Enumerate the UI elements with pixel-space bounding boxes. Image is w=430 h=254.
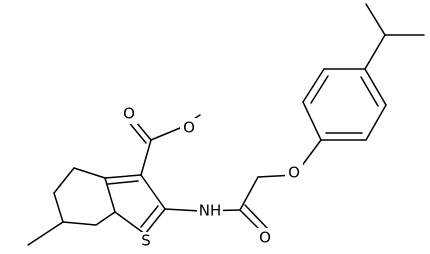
bond-amide-ch2 [239, 176, 259, 211]
thiophene-sulfur: S [137, 232, 155, 252]
bond-ring [62, 221, 97, 226]
bond-benzene-double [360, 76, 379, 107]
bond-thiophene [114, 211, 146, 235]
bond-thiophene [104, 174, 142, 179]
atom-o-label: O [183, 119, 195, 137]
bond-ester-ether [150, 127, 181, 141]
bond-thiophene-double [140, 205, 159, 228]
bond-thiophene [140, 174, 166, 210]
atom-o-label: O [288, 164, 300, 182]
bond-benzene [302, 68, 325, 103]
ester-ether-oxygen: O [180, 118, 198, 138]
bond-layer [27, 3, 425, 246]
bond-isopropyl [365, 3, 386, 36]
bond-methyl [27, 221, 64, 246]
bond-benzene-double [310, 75, 329, 104]
atom-s-label: S [141, 232, 151, 250]
atom-o-label: O [123, 105, 135, 123]
amide-nitrogen: NH [197, 200, 223, 222]
atom-o-label: O [259, 229, 271, 247]
bond-benzene [302, 101, 322, 141]
aryl-ether-oxygen: O [285, 163, 303, 183]
bond-thiophene-double [107, 180, 139, 185]
bond-ring [53, 167, 75, 194]
bond-ring [53, 192, 64, 223]
ester-carbonyl-oxygen: O [120, 104, 138, 124]
bond-benzene [364, 68, 387, 106]
bond-amide-carbonyl [244, 204, 269, 230]
bond-benzene [365, 104, 387, 141]
bond-ring [95, 211, 116, 226]
bond-amide-n [164, 208, 201, 212]
bond-ester [140, 139, 152, 176]
amide-carbonyl-oxygen: O [256, 228, 274, 248]
bond-isopropyl [364, 34, 386, 70]
bond-ring [73, 167, 106, 179]
bond-ring-fused [104, 177, 116, 213]
atom-nh-label: NH [199, 202, 222, 220]
bond-thiophene [144, 208, 166, 235]
atom-label-layer: O O S NH O O [120, 104, 303, 252]
